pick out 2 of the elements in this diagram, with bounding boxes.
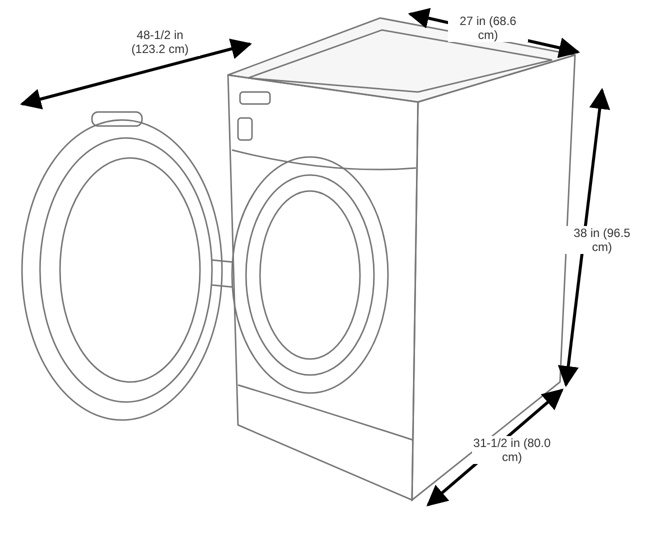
dimension-label: 31-1/2 in (80.0 cm) [472,436,552,464]
dimension-label: 27 in (68.6 cm) [448,14,528,42]
